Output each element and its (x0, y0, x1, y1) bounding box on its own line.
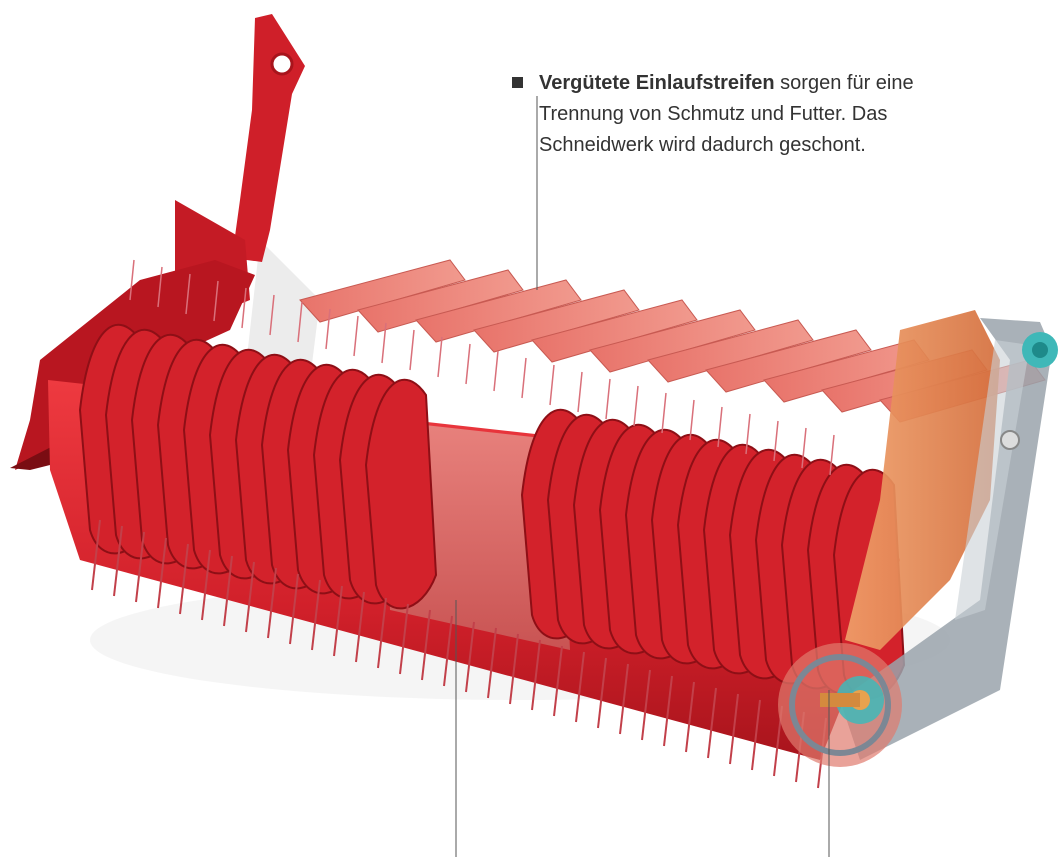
tine (466, 344, 470, 384)
caption-line-2: Trennung von Schmutz und Futter. Das (539, 99, 1059, 130)
tine (494, 351, 498, 391)
tine (662, 393, 666, 433)
tine (354, 316, 358, 356)
tine (634, 386, 638, 426)
tine (550, 365, 554, 405)
caption-highlight: Vergütete Einlaufstreifen (539, 72, 775, 94)
tine (606, 379, 610, 419)
caption-line-3: Schneidwerk wird dadurch geschont. (539, 130, 1059, 161)
caption-line-1: Vergütete Einlaufstreifen sorgen für ein… (539, 68, 1059, 99)
tine (522, 358, 526, 398)
reel-disc (366, 380, 436, 609)
tine (438, 337, 442, 377)
caption-line-1-rest: sorgen für eine (775, 72, 914, 94)
tine (578, 372, 582, 412)
tine (410, 330, 414, 370)
bullet-square-icon (512, 77, 523, 88)
feature-caption: Vergütete Einlaufstreifen sorgen für ein… (512, 68, 1059, 161)
